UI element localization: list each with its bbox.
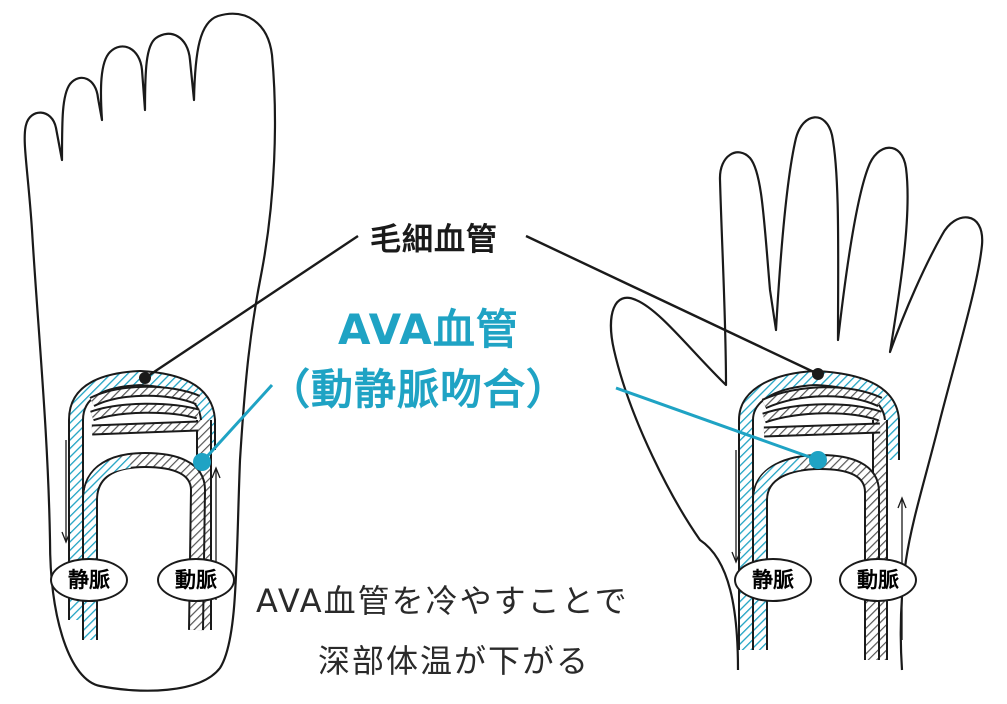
ava-label-line2: （動静脈吻合） xyxy=(268,365,570,414)
hand-vein-badge: 静脈 xyxy=(734,558,812,602)
capillary-leaders xyxy=(144,234,819,379)
caption-line2: 深部体温が下がる xyxy=(318,642,591,680)
hand-outline xyxy=(609,116,984,671)
foot-ava-dot xyxy=(193,453,211,471)
foot-capillaries xyxy=(89,385,201,436)
ava-leaders xyxy=(200,383,819,464)
foot-ava-loop xyxy=(82,451,207,640)
hand-capillaries xyxy=(761,386,883,438)
ava-label-line1: AVA血管 xyxy=(338,305,519,354)
foot-outline xyxy=(23,12,277,692)
foot-artery-badge: 動脈 xyxy=(157,558,235,602)
hand-vessels xyxy=(731,369,907,660)
hand-capillary-dot xyxy=(812,368,824,380)
caption-line1: AVA血管を冷やすことで xyxy=(256,582,629,620)
hand-artery-badge: 動脈 xyxy=(839,558,917,602)
hand-ava-dot xyxy=(809,451,827,469)
foot-vein-badge: 静脈 xyxy=(50,558,128,602)
foot-capillary-dot xyxy=(139,372,151,384)
capillary-label: 毛細血管 xyxy=(370,222,498,258)
